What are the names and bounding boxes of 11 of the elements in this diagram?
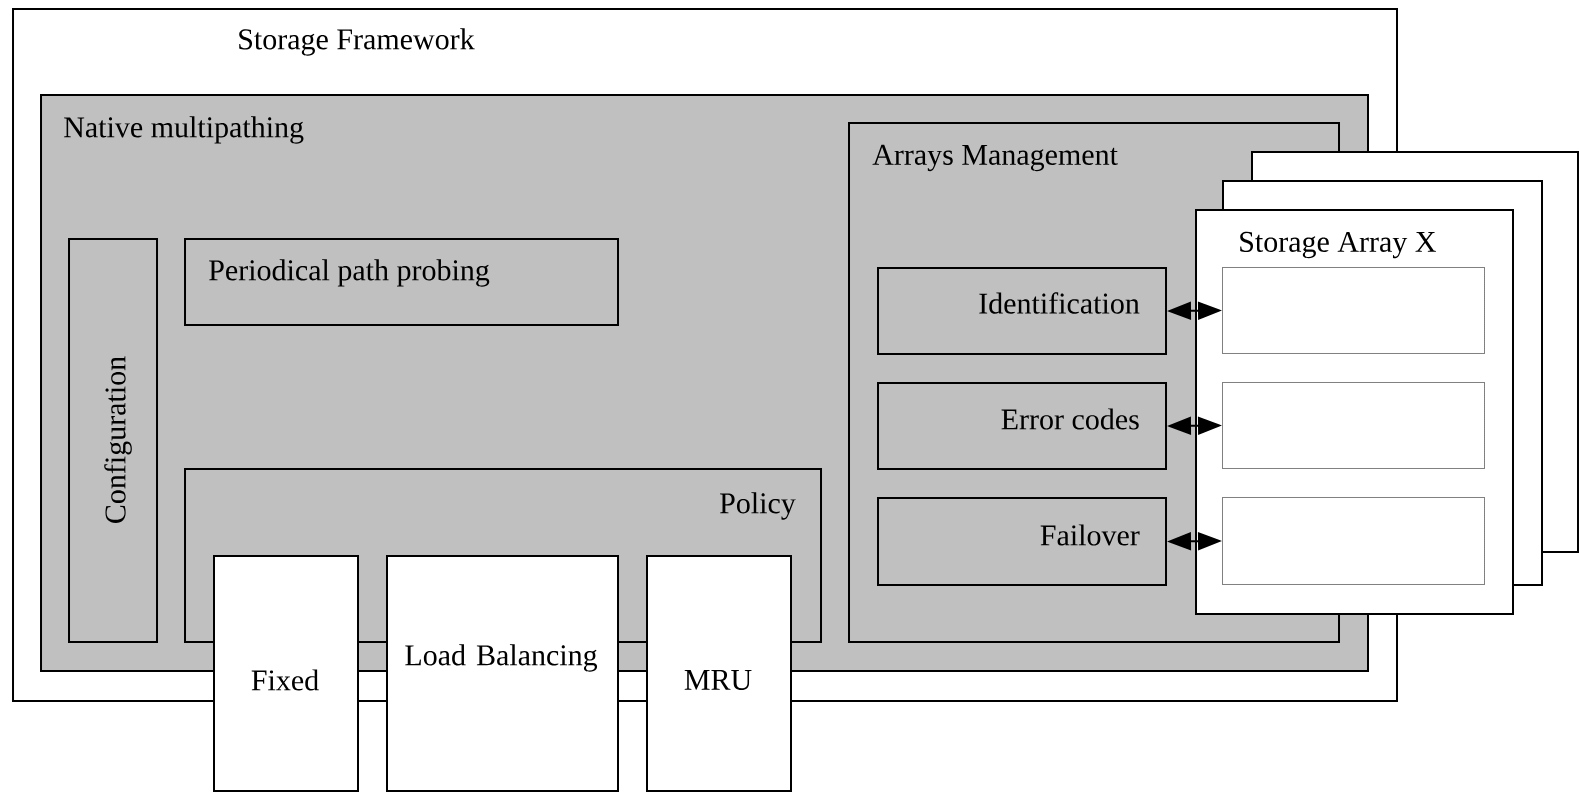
process-box: Error codes [877,382,1167,470]
process-box: Load Balancing [386,555,619,792]
process-box: Configuration [68,238,158,643]
slot-box [1222,497,1485,585]
process-box: Fixed [213,555,359,792]
process-box: Identification [877,267,1167,355]
slot-box [1222,267,1485,354]
process-box: Periodical path probing [184,238,619,326]
slot-box [1222,382,1485,469]
process-box: Failover [877,497,1167,586]
process-box: MRU [646,555,792,792]
